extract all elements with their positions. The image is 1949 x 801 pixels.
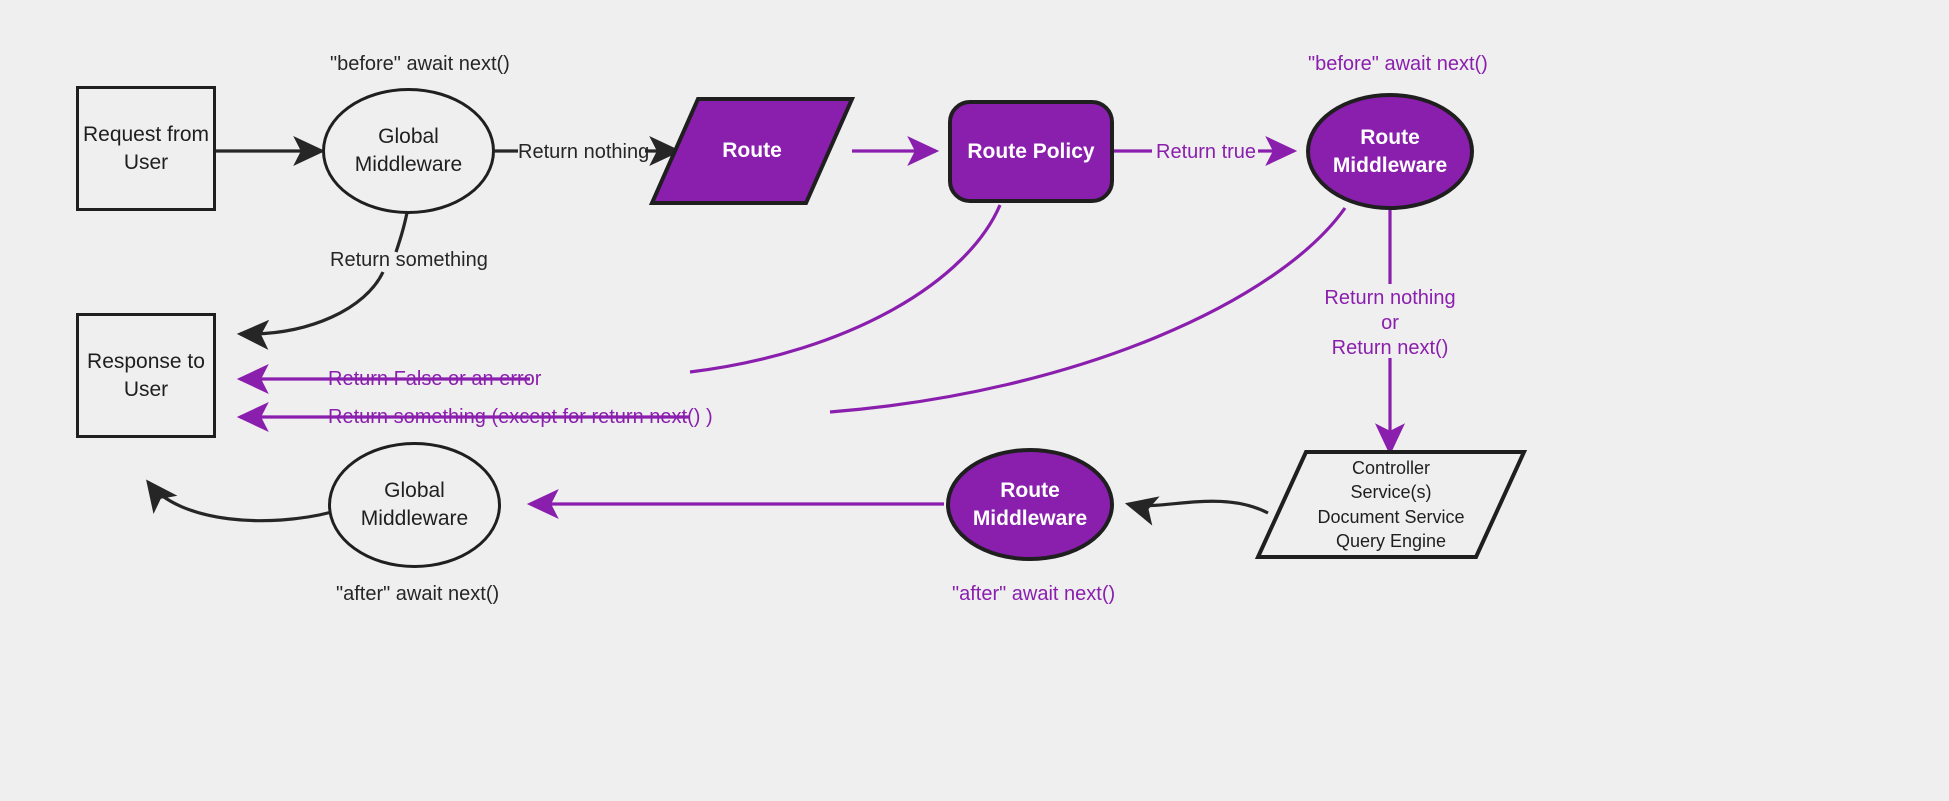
node-global-middleware-bottom-label: Global Middleware [360,479,469,530]
edge-return-something-stub [394,207,410,253]
edge-label-return-true: Return true [1156,141,1257,163]
edge-label-return-something-top: Return something [330,249,488,271]
node-global-middleware-bottom[interactable]: Global Middleware [328,442,501,568]
edge-label-return-nothing-top: Return nothing [518,141,650,163]
node-route-policy[interactable]: Route Policy [948,100,1114,203]
node-global-middleware-top-label: Global Middleware [354,125,463,176]
node-response-box-label: Response to User [87,349,205,401]
node-route-middleware-bottom-label: Route Middleware [972,478,1088,530]
node-controller-services-label: Controller Service(s) Document Service Q… [1317,457,1465,551]
node-controller-services[interactable]: Controller Service(s) Document Service Q… [1254,450,1528,559]
node-route-middleware-top-label: Route Middleware [1332,125,1448,177]
edge-controller-to-route-mw-bottom [1124,496,1269,526]
edge-label-return-something-except: Return something (except for return next… [328,406,713,428]
node-route-middleware-bottom[interactable]: Route Middleware [946,448,1114,561]
edge-label-return-false-or-error: Return False or an error [328,368,542,390]
annotation-after-await-next-dark: "after" await next() [336,583,500,605]
edge-return-something-to-response [236,271,385,350]
node-route-middleware-top[interactable]: Route Middleware [1306,93,1474,210]
node-request-box-label: Request from User [82,122,210,174]
node-global-middleware-top[interactable]: Global Middleware [322,88,495,214]
edge-route-mw-to-response-curve [829,207,1347,414]
annotation-before-await-next-purple: "before" await next() [1308,53,1488,75]
node-response-box[interactable]: Response to User [76,313,216,438]
node-route[interactable]: Route [648,97,856,205]
node-request-box[interactable]: Request from User [76,86,216,211]
edge-route-policy-to-response-curve [689,204,1002,374]
edge-global-mw-bottom-to-response [146,479,333,523]
annotation-after-await-next-purple: "after" await next() [952,583,1116,605]
node-route-policy-label: Route Policy [967,139,1095,163]
node-route-label: Route [722,138,782,162]
edge-label-return-nothing-or-next: Return nothing or Return next() [1324,287,1456,359]
annotation-before-await-next-dark: "before" await next() [330,53,510,75]
